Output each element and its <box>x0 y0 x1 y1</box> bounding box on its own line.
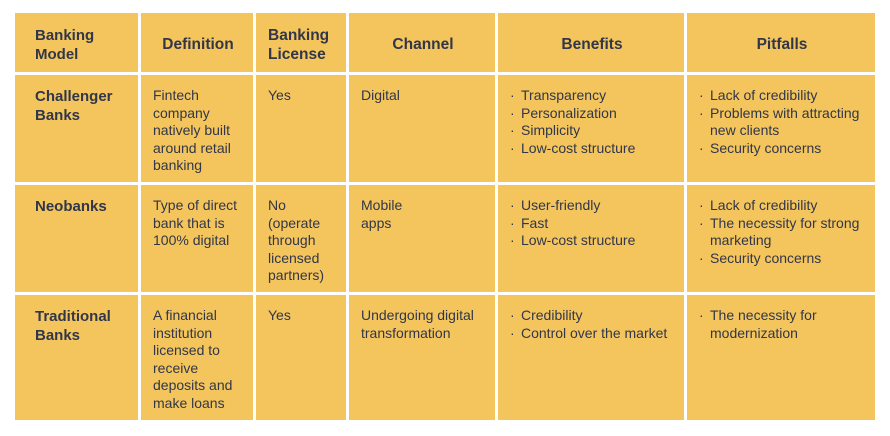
header-label: Channel <box>392 36 454 53</box>
bullet-text: Problems with attracting new clients <box>710 104 860 139</box>
bullet-item: · Low-cost structure <box>510 140 674 158</box>
cell-model-challenger-banks: Challenger Banks <box>15 75 138 182</box>
header-cell-pitfalls: Pitfalls <box>687 13 875 72</box>
bullet-item: · Fast <box>510 215 674 233</box>
bullet-text: Fast <box>521 214 549 231</box>
bullet-item: · Lack of credibility <box>699 197 865 215</box>
bullet-dot-icon: · <box>699 197 704 213</box>
bullet-item: · Transparency <box>510 87 674 105</box>
bullet-dot-icon: · <box>510 214 515 231</box>
bullet-dot-icon: · <box>699 87 704 103</box>
cell-benefits: · Credibility · Control over the market <box>498 295 684 420</box>
bullet-text: Security concerns <box>710 249 822 266</box>
cell-pitfalls: · Lack of credibility · The necessity for s… <box>687 185 875 292</box>
bullet-dot-icon: · <box>510 87 515 103</box>
cell-definition: Type of direct bank that is 100% digital <box>141 185 253 292</box>
header-cell-banking-model: Banking Model <box>15 13 138 72</box>
bullet-item: · The necessity for modernization <box>699 307 865 342</box>
cell-license: Yes <box>256 295 346 420</box>
bullet-dot-icon: · <box>510 232 515 248</box>
bullet-text: Simplicity <box>521 122 581 138</box>
bullet-text: Lack of credibility <box>710 87 818 103</box>
bullet-dot-icon: · <box>510 307 515 323</box>
cell-definition: A financial institution licensed to rece… <box>141 295 253 420</box>
bullet-dot-icon: · <box>510 197 515 213</box>
bullet-dot-icon: · <box>699 307 704 323</box>
cell-channel: Undergoing digital transformation <box>349 295 495 420</box>
bullet-text: User-friendly <box>521 197 601 213</box>
cell-benefits: · User-friendly · Fast · Low-cost structure <box>498 185 684 292</box>
bullet-text: The necessity for strong marketing <box>710 214 860 249</box>
bullet-dot-icon: · <box>510 122 515 138</box>
cell-license: Yes <box>256 75 346 182</box>
bullet-dot-icon: · <box>510 139 515 156</box>
bullet-text: Credibility <box>521 307 583 323</box>
bullet-item: · Lack of credibility <box>699 87 865 105</box>
bullet-item: · Security concerns <box>699 250 865 268</box>
bullet-text: Transparency <box>521 87 607 103</box>
comparison-table: Banking Model Definition Banking License… <box>15 13 875 420</box>
bullet-item: · Problems with attracting new clients <box>699 105 865 140</box>
cell-model-traditional-banks: Traditional Banks <box>15 295 138 420</box>
bullet-dot-icon: · <box>699 214 704 231</box>
header-label: Definition <box>162 36 234 53</box>
bullet-dot-icon: · <box>510 324 515 341</box>
header-label: Banking License <box>268 26 330 63</box>
header-label: Pitfalls <box>756 36 808 53</box>
header-label: Benefits <box>561 36 623 53</box>
bullet-item: · Credibility <box>510 307 674 325</box>
cell-license: No (operate through licensed partners) <box>256 185 346 292</box>
header-cell-definition: Definition <box>141 13 253 72</box>
cell-definition: Fintech company natively built around re… <box>141 75 253 182</box>
header-cell-banking-license: Banking License <box>256 13 346 72</box>
cell-channel: Digital <box>349 75 495 182</box>
cell-benefits: · Transparency · Personalization · Simplicity… <box>498 75 684 182</box>
bullet-text: Security concerns <box>710 139 822 156</box>
bullet-dot-icon: · <box>699 249 704 266</box>
cell-channel: Mobile apps <box>349 185 495 292</box>
bullet-text: Low-cost structure <box>521 232 636 248</box>
bullet-item: · The necessity for strong marketing <box>699 215 865 250</box>
header-label: Banking Model <box>35 26 95 63</box>
bullet-dot-icon: · <box>510 104 515 121</box>
bullet-text: Control over the market <box>521 324 668 341</box>
header-cell-channel: Channel <box>349 13 495 72</box>
bullet-text: Personalization <box>521 104 617 121</box>
bullet-text: The necessity for modernization <box>710 307 817 341</box>
cell-pitfalls: · Lack of credibility · Problems with attra… <box>687 75 875 182</box>
bullet-item: · Simplicity <box>510 122 674 140</box>
bullet-item: · Personalization <box>510 105 674 123</box>
bullet-item: · Security concerns <box>699 140 865 158</box>
bullet-text: Lack of credibility <box>710 197 818 213</box>
cell-model-neobanks: Neobanks <box>15 185 138 292</box>
bullet-item: · Control over the market <box>510 325 674 343</box>
bullet-text: Low-cost structure <box>521 139 636 156</box>
cell-pitfalls: · The necessity for modernization <box>687 295 875 420</box>
bullet-item: · User-friendly <box>510 197 674 215</box>
bullet-item: · Low-cost structure <box>510 232 674 250</box>
header-cell-benefits: Benefits <box>498 13 684 72</box>
bullet-dot-icon: · <box>699 104 704 121</box>
bullet-dot-icon: · <box>699 139 704 156</box>
